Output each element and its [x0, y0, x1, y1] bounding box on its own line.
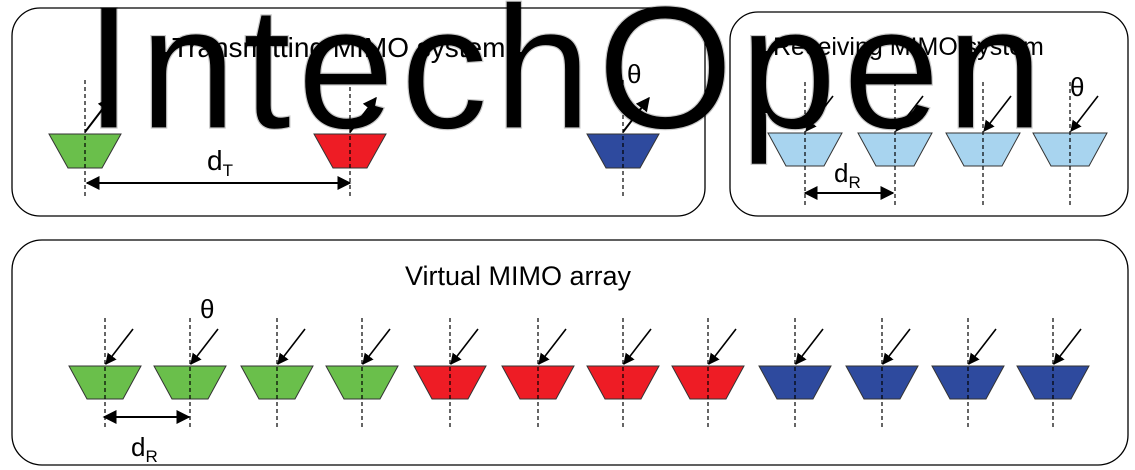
virtual-spacing-label: dR [131, 432, 158, 466]
transmit-panel [11, 7, 706, 217]
rx-antenna-2 [857, 82, 933, 207]
rx-antenna-body [945, 132, 1021, 167]
virtual-rx-arrow [623, 328, 652, 365]
virtual-rx-arrow [968, 328, 997, 365]
virtual-antenna-4 [325, 318, 399, 430]
transmit-panel-title: Transmitting MIMO system [172, 32, 505, 63]
rx-antenna-1 [767, 82, 843, 207]
rx-rx-arrow [805, 95, 834, 132]
rx-antenna-4 [1032, 82, 1108, 207]
receive-panel-title: Receiving MIMO system [773, 33, 1044, 61]
transmit-angle-label: θ [627, 59, 641, 89]
virtual-rx-arrow [362, 328, 391, 365]
rx-antenna-body [767, 132, 843, 167]
virtual-antenna-1 [68, 318, 142, 430]
rx-antenna-3 [945, 82, 1021, 207]
virtual-antenna-11 [931, 318, 1005, 430]
tx-antenna-2 [313, 80, 387, 196]
rx-rx-arrow [895, 95, 924, 132]
virtual-antenna-5 [413, 318, 487, 430]
tx-tx-arrow [349, 96, 377, 133]
tx-antenna-3 [586, 80, 660, 196]
virtual-panel [11, 239, 1129, 466]
virtual-rx-arrow [708, 328, 737, 365]
virtual-angle-label: θ [200, 294, 214, 324]
receive-panel [729, 11, 1129, 217]
virtual-rx-arrow [190, 328, 219, 365]
virtual-antenna-2 [153, 318, 227, 430]
rx-rx-arrow [1070, 95, 1099, 132]
rx-rx-arrow [983, 95, 1012, 132]
virtual-antenna-3 [240, 318, 314, 430]
virtual-antenna-12 [1016, 318, 1090, 430]
tx-tx-arrow [84, 96, 112, 133]
rx-antenna-body [1032, 132, 1108, 167]
virtual-antenna-8 [671, 318, 745, 430]
virtual-rx-arrow [882, 328, 911, 365]
virtual-antenna-10 [845, 318, 919, 430]
virtual-rx-arrow [105, 328, 134, 365]
rx-antenna-body [857, 132, 933, 167]
virtual-rx-arrow [1053, 328, 1082, 365]
virtual-rx-arrow [450, 328, 479, 365]
virtual-rx-arrow [538, 328, 567, 365]
virtual-antenna-6 [501, 318, 575, 430]
virtual-rx-arrow [795, 328, 824, 365]
virtual-antenna-9 [758, 318, 832, 430]
virtual-rx-arrow [277, 328, 306, 365]
tx-antenna-1 [48, 80, 122, 196]
virtual-antenna-7 [586, 318, 660, 430]
tx-tx-arrow [622, 96, 650, 133]
transmit-spacing-label: dT [207, 145, 233, 180]
receive-spacing-label: dR [834, 158, 861, 192]
virtual-panel-title: Virtual MIMO array [405, 261, 632, 291]
watermark: IntechOpen [85, 0, 1050, 166]
receive-angle-label: θ [1070, 72, 1084, 102]
